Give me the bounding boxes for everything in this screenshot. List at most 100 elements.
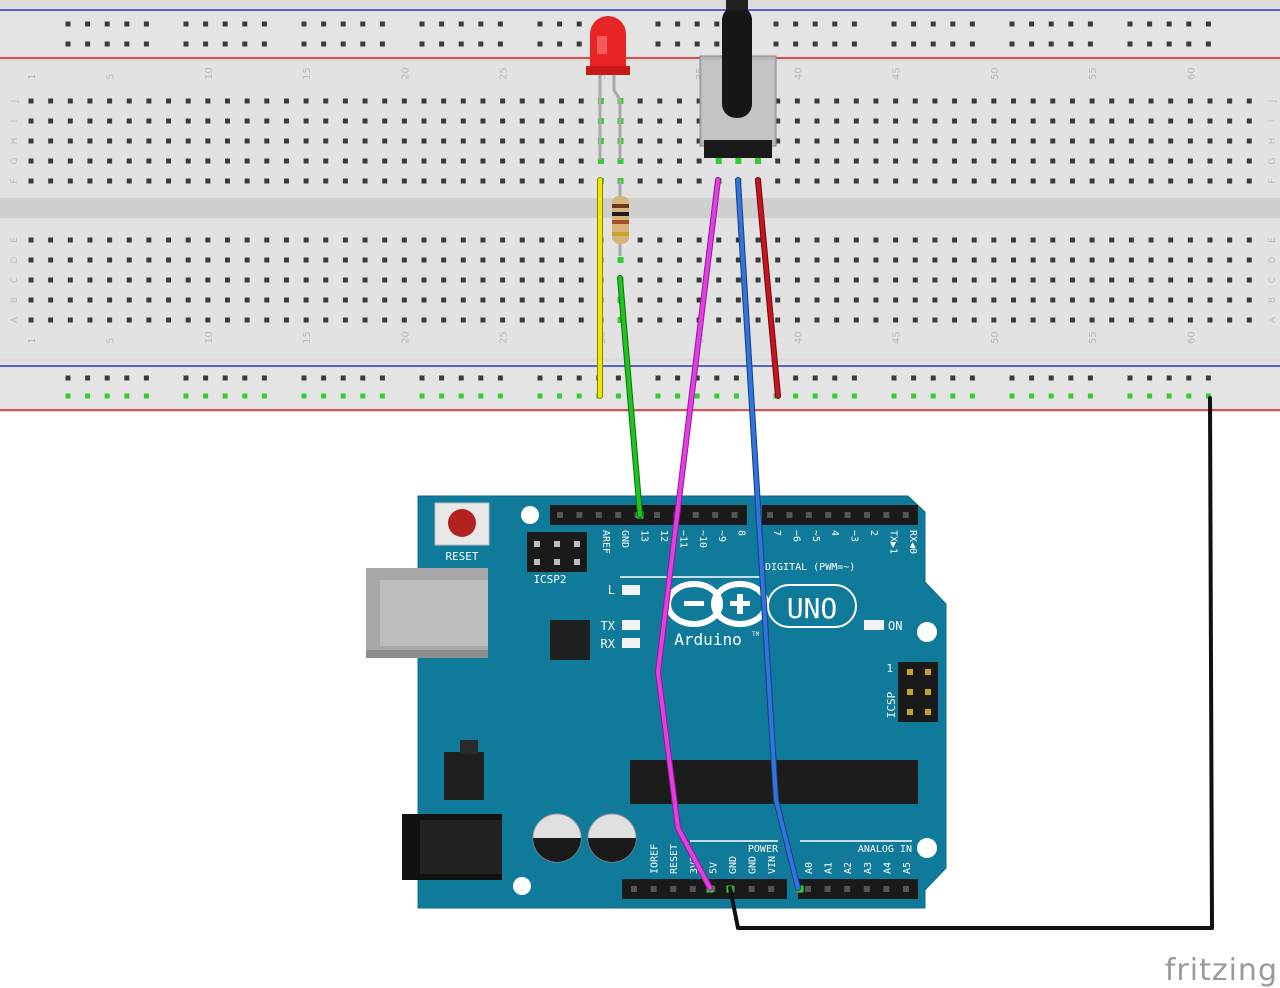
board-pcb xyxy=(417,495,947,909)
mounting-hole xyxy=(521,506,539,524)
breadboard-hole xyxy=(225,297,230,303)
center-channel xyxy=(0,198,1280,218)
breadboard-hole xyxy=(362,138,368,144)
rail-hole xyxy=(911,21,917,27)
digital-pin-label: 13 xyxy=(639,530,650,542)
breadboard-hole xyxy=(519,237,525,243)
rail-hole xyxy=(261,41,267,47)
connected-rail-hole xyxy=(675,393,681,399)
connected-rail-hole xyxy=(812,393,818,399)
breadboard-hole xyxy=(1050,98,1056,104)
column-number-label: 20 xyxy=(400,67,411,80)
rail-hole xyxy=(851,375,857,381)
breadboard-hole xyxy=(460,178,466,184)
breadboard-hole xyxy=(421,277,427,283)
rail-hole xyxy=(832,41,838,47)
breadboard-hole xyxy=(303,178,309,184)
breadboard-hole xyxy=(657,257,663,263)
rail-hole xyxy=(242,375,248,381)
analog-section-label: ANALOG IN xyxy=(858,844,912,855)
connected-hole xyxy=(755,158,762,164)
digital-pin-label: RX◀0 xyxy=(907,530,918,554)
breadboard-hole xyxy=(401,277,407,283)
breadboard-hole xyxy=(1069,237,1075,243)
header-pin xyxy=(692,512,699,518)
breadboard-hole xyxy=(28,118,34,124)
breadboard: 1155101015152020252530303535404045455050… xyxy=(0,0,1280,412)
breadboard-hole xyxy=(893,237,899,243)
row-letter-label: C xyxy=(1268,277,1278,283)
rail-hole xyxy=(65,41,71,47)
rail-hole xyxy=(1166,41,1172,47)
breadboard-hole xyxy=(519,297,525,303)
breadboard-hole xyxy=(264,98,270,104)
breadboard-hole xyxy=(480,257,486,263)
rail-hole xyxy=(773,21,779,27)
breadboard-hole xyxy=(48,98,54,104)
breadboard-hole xyxy=(283,118,289,124)
breadboard-hole xyxy=(637,297,643,303)
breadboard-hole xyxy=(952,138,958,144)
breadboard-hole xyxy=(716,277,722,283)
power-pin-label: GND xyxy=(728,856,739,874)
breadboard-hole xyxy=(441,158,447,164)
breadboard-hole xyxy=(775,138,781,144)
rail-hole xyxy=(1186,375,1192,381)
connected-rail-hole xyxy=(537,393,543,399)
connected-rail-hole xyxy=(911,393,917,399)
breadboard-hole xyxy=(185,178,191,184)
icsp-pin xyxy=(925,669,931,675)
rail-hole xyxy=(911,375,917,381)
breadboard-hole xyxy=(853,118,859,124)
digital-pin-label: GND xyxy=(619,530,630,548)
breadboard-hole xyxy=(735,277,741,283)
reset-button-cap[interactable] xyxy=(448,509,476,537)
connected-rail-hole xyxy=(694,393,700,399)
breadboard-hole xyxy=(107,178,113,184)
column-number-label: 1 xyxy=(27,338,38,344)
rail-hole xyxy=(1147,21,1153,27)
breadboard-hole xyxy=(67,317,73,323)
breadboard-hole xyxy=(814,257,820,263)
breadboard-hole xyxy=(893,98,899,104)
breadboard-hole xyxy=(264,178,270,184)
rail-hole xyxy=(655,375,661,381)
connected-rail-hole xyxy=(655,393,661,399)
rail-hole xyxy=(203,41,209,47)
breadboard-hole xyxy=(1089,138,1095,144)
breadboard-hole xyxy=(1168,118,1174,124)
breadboard-hole xyxy=(205,297,211,303)
breadboard-hole xyxy=(1148,277,1154,283)
breadboard-hole xyxy=(28,178,34,184)
breadboard-hole xyxy=(716,297,722,303)
breadboard-hole xyxy=(283,277,289,283)
power-pin-label: GND xyxy=(748,856,759,874)
breadboard-hole xyxy=(28,138,34,144)
breadboard-hole xyxy=(283,178,289,184)
digital-pin-label: 12 xyxy=(658,530,669,542)
analog-pin-label: A3 xyxy=(863,862,874,874)
power-pin-label: 5V xyxy=(708,862,719,874)
row-letter-label: I xyxy=(1268,120,1278,123)
breadboard-hole xyxy=(1050,237,1056,243)
power-header xyxy=(622,879,787,899)
breadboard-hole xyxy=(1109,98,1115,104)
digital-pin-label: 4 xyxy=(829,530,840,536)
breadboard-hole xyxy=(107,98,113,104)
rail-hole xyxy=(1087,375,1093,381)
breadboard-hole xyxy=(1227,158,1233,164)
rail-hole xyxy=(1009,375,1015,381)
breadboard-hole xyxy=(676,297,682,303)
breadboard-hole xyxy=(460,317,466,323)
breadboard-hole xyxy=(676,138,682,144)
breadboard-hole xyxy=(1069,118,1075,124)
uno-label: UNO xyxy=(787,592,838,625)
breadboard-hole xyxy=(893,158,899,164)
breadboard-hole xyxy=(775,158,781,164)
power-pin-label: RESET xyxy=(669,844,680,874)
breadboard-hole xyxy=(834,297,840,303)
breadboard-hole xyxy=(225,178,230,184)
breadboard-hole xyxy=(1168,98,1174,104)
column-number-label: 25 xyxy=(499,67,510,80)
rotary-potentiometer xyxy=(699,0,777,158)
